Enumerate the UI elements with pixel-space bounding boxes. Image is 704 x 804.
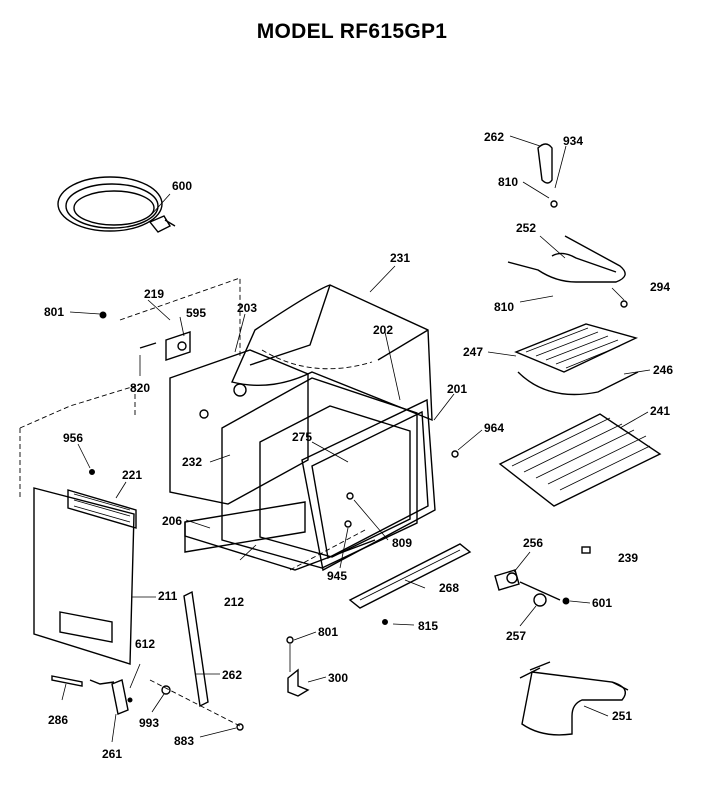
- label-600: 600: [172, 179, 193, 193]
- label-239: 239: [618, 551, 639, 565]
- label-964: 964: [484, 421, 505, 435]
- label-883: 883: [174, 734, 195, 748]
- label-212: 212: [224, 595, 245, 609]
- label-601: 601: [592, 596, 613, 610]
- power-cord-part: [57, 176, 176, 233]
- side-panel-part: [169, 313, 309, 505]
- label-294: 294: [650, 280, 671, 294]
- label-261: 261: [102, 747, 123, 761]
- label-275: 275: [292, 430, 313, 444]
- label-206: 206: [162, 514, 183, 528]
- label-232: 232: [182, 455, 203, 469]
- broil-element-part: [507, 235, 628, 308]
- handle-part: [509, 135, 567, 208]
- label-801-upper: 801: [44, 305, 65, 319]
- label-201: 201: [447, 382, 468, 396]
- leader-201: [433, 393, 455, 421]
- label-219: 219: [144, 287, 165, 301]
- label-815: 815: [418, 619, 439, 633]
- label-211: 211: [158, 589, 178, 603]
- control-panel-part: [19, 385, 156, 665]
- label-252: 252: [516, 221, 537, 235]
- label-810-upper: 810: [498, 175, 519, 189]
- label-956: 956: [63, 431, 84, 445]
- label-257: 257: [506, 629, 527, 643]
- thermostat-part: [494, 546, 591, 627]
- side-trim-part: [183, 590, 220, 708]
- door-frame-part: [301, 331, 436, 572]
- label-262-handle: 262: [484, 130, 505, 144]
- label-810-lower: 810: [494, 300, 515, 314]
- label-262-trim: 262: [222, 668, 243, 682]
- oven-rack-part: [498, 411, 662, 507]
- label-945: 945: [327, 569, 348, 583]
- back-panel-part: [69, 277, 241, 376]
- oven-liner-part: [209, 377, 418, 569]
- label-934: 934: [563, 134, 584, 148]
- label-300: 300: [328, 671, 349, 685]
- label-993: 993: [139, 716, 160, 730]
- oven-wrapper-part: [231, 265, 433, 422]
- screw-964-part: [451, 429, 483, 458]
- label-246: 246: [653, 363, 674, 377]
- lower-small-parts: [51, 663, 244, 743]
- label-251: 251: [612, 709, 633, 723]
- label-820: 820: [130, 381, 151, 395]
- broil-pan-part: [487, 323, 651, 396]
- label-231: 231: [390, 251, 411, 265]
- label-612: 612: [135, 637, 156, 651]
- label-268: 268: [439, 581, 460, 595]
- misc-screws-part: [286, 619, 415, 644]
- label-203: 203: [237, 301, 258, 315]
- door-trim-part: [348, 543, 472, 609]
- screw-956-part: [77, 443, 95, 475]
- bracket-part: [287, 644, 327, 697]
- label-241: 241: [650, 404, 671, 418]
- label-256: 256: [523, 536, 544, 550]
- door-screws-part: [339, 492, 389, 569]
- label-286: 286: [48, 713, 69, 727]
- oven-bottom-part: [184, 501, 376, 571]
- label-202: 202: [373, 323, 394, 337]
- label-247: 247: [463, 345, 484, 359]
- label-221: 221: [122, 468, 143, 482]
- bake-element-part: [519, 661, 629, 736]
- label-809: 809: [392, 536, 413, 550]
- label-595: 595: [186, 306, 207, 320]
- label-801-lower: 801: [318, 625, 339, 639]
- diagram-title: MODEL RF615GP1: [256, 20, 448, 43]
